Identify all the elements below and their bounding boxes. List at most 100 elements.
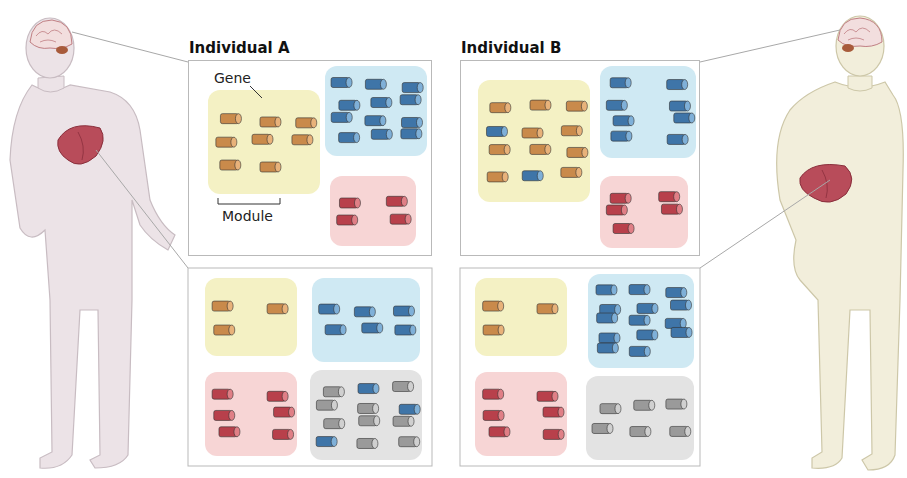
module-area <box>325 66 427 156</box>
gene-cap <box>331 400 337 410</box>
gene-cap <box>502 172 508 182</box>
gene-cylinder <box>543 407 564 417</box>
person-b <box>777 16 904 470</box>
gene-cylinder <box>316 400 337 410</box>
gene-cylinder <box>610 193 631 203</box>
gene-cylinder <box>393 382 414 392</box>
gene-cap <box>331 437 337 447</box>
gene-cap <box>607 423 613 433</box>
gene-cap <box>282 391 288 401</box>
gene-cylinder <box>537 391 558 401</box>
gene-cap <box>676 204 682 214</box>
gene-cap <box>498 301 504 311</box>
gene-cylinder <box>323 387 344 397</box>
gene-cylinder <box>666 288 687 298</box>
module-area <box>586 376 694 460</box>
gene-cap <box>354 100 360 110</box>
gene-cylinder <box>637 303 658 313</box>
gene-cap <box>417 117 423 127</box>
module-area <box>600 66 696 158</box>
gene-cylinder <box>530 100 551 110</box>
gene-cap <box>611 285 617 295</box>
gene-cylinder <box>214 325 235 335</box>
gene-cap <box>275 117 281 127</box>
gene-cylinder <box>630 427 651 437</box>
gene-cap <box>338 387 344 397</box>
gene-cap <box>340 325 346 335</box>
gene-cylinder <box>667 80 688 90</box>
gene-cylinder <box>629 346 650 356</box>
gene-cap <box>311 118 317 128</box>
gene-cylinder <box>273 429 294 439</box>
gene-cylinder <box>592 423 613 433</box>
gene-cap <box>231 137 237 147</box>
gene-cap <box>644 315 650 325</box>
module-area <box>208 90 320 194</box>
panel-grounds <box>188 268 700 466</box>
gene-cap <box>652 303 658 313</box>
gene-cylinder <box>337 215 358 225</box>
gene-cylinder <box>316 437 337 447</box>
gene-cylinder <box>610 78 631 88</box>
gene-cylinder <box>667 134 688 144</box>
gene-cylinder <box>319 304 340 314</box>
gene-cap <box>386 98 392 108</box>
gene-cap <box>346 112 352 122</box>
gene-cylinder <box>486 126 507 136</box>
gene-cylinder <box>671 300 692 310</box>
gene-cylinder <box>214 410 235 420</box>
gene-cylinder <box>674 113 695 123</box>
gene-cap <box>682 134 688 144</box>
gene-cap <box>282 304 288 314</box>
gene-cylinder <box>600 404 621 414</box>
gene-cylinder <box>212 301 233 311</box>
gene-cylinder <box>483 389 504 399</box>
gene-cylinder <box>402 117 423 127</box>
gene-cap <box>576 167 582 177</box>
gene-cylinder <box>274 407 295 417</box>
module-area <box>478 80 590 202</box>
module-area <box>205 278 297 356</box>
gene-cap <box>354 133 360 143</box>
gene-cylinder <box>483 325 504 335</box>
panel-box: Individual B <box>460 60 700 256</box>
panel-heading: Individual B <box>461 39 561 57</box>
gene-cap <box>235 160 241 170</box>
gene-cylinder <box>543 429 564 439</box>
gene-cylinder <box>399 437 420 447</box>
gene-cylinder <box>324 419 345 429</box>
module-area <box>205 372 297 456</box>
gene-cap <box>615 404 621 414</box>
gene-cylinder <box>561 167 582 177</box>
gene-cap <box>414 404 420 414</box>
gene-cylinder <box>371 98 392 108</box>
gene-cylinder <box>260 162 281 172</box>
gene-cap <box>628 224 634 234</box>
gene-cylinder <box>393 306 414 316</box>
gene-cap <box>682 80 688 90</box>
person-a <box>10 18 175 468</box>
gene-cylinder <box>537 304 558 314</box>
gene-cylinder <box>362 323 383 333</box>
gene-cap <box>505 103 511 113</box>
gene-cap <box>582 147 588 157</box>
gene-cylinder <box>566 101 587 111</box>
gene-cylinder <box>252 134 273 144</box>
gene-cap <box>372 438 378 448</box>
gene-cylinder <box>489 427 510 437</box>
gene-cap <box>229 325 235 335</box>
gene-cap <box>401 196 407 206</box>
part-label: Gene <box>214 70 251 86</box>
gene-cylinder <box>637 330 658 340</box>
gene-cylinder <box>606 205 627 215</box>
gene-cylinder <box>629 285 650 295</box>
gene-cylinder <box>561 126 582 136</box>
gene-cap <box>307 135 313 145</box>
gene-cap <box>374 416 380 426</box>
gene-cylinder <box>596 285 617 295</box>
gene-cap <box>652 330 658 340</box>
gene-cap <box>380 116 386 126</box>
gene-cylinder <box>359 416 380 426</box>
gene-cylinder <box>483 301 504 311</box>
